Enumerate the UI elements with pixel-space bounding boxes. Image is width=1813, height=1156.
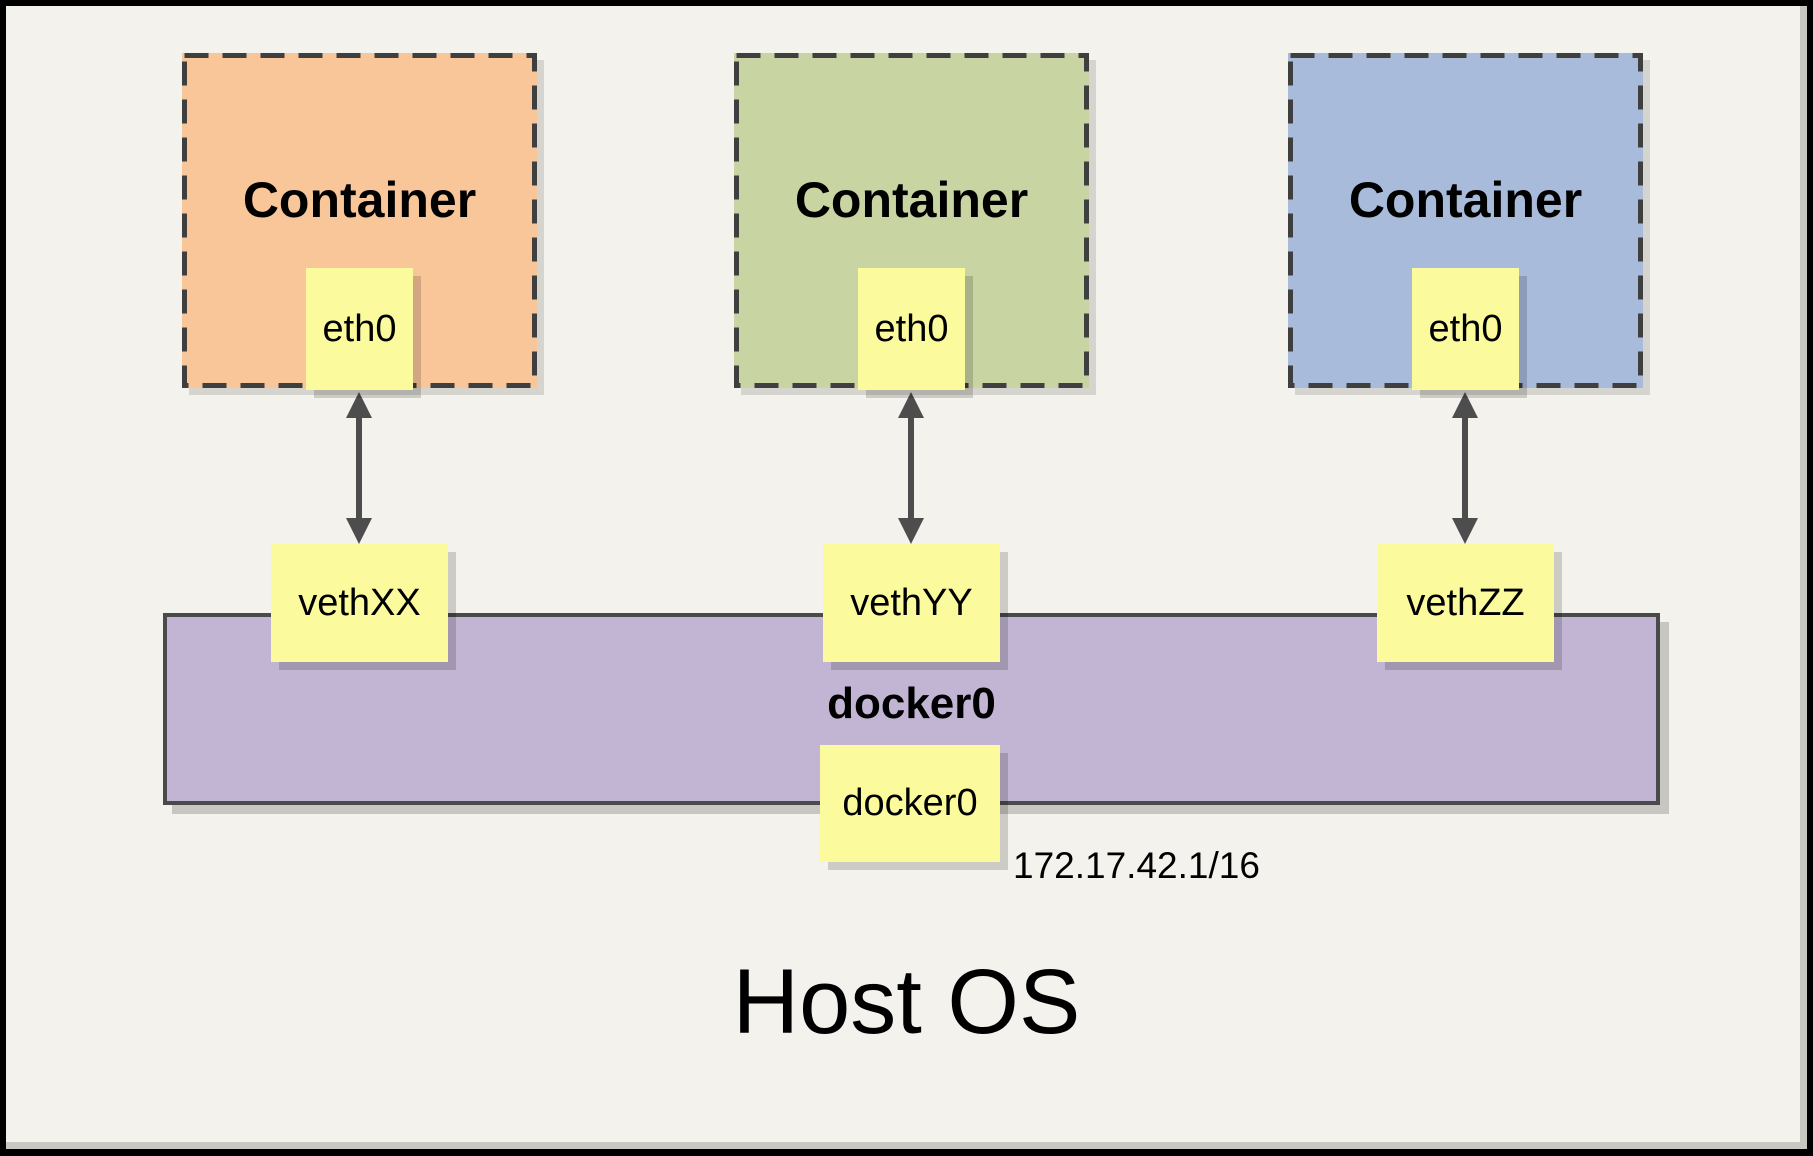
eth0-box-3: eth0 (1412, 268, 1519, 390)
arrow-up-icon (346, 392, 372, 418)
docker0-interface-box: docker0 (820, 745, 1000, 862)
container-label-1: Container (242, 172, 477, 228)
vethyy-box: vethYY (823, 544, 1000, 662)
vethyy-label: vethYY (850, 581, 973, 624)
host-os-label: Host OS (732, 951, 1081, 1053)
vethxx-box: vethXX (271, 544, 448, 662)
eth0-label-3: eth0 (1428, 307, 1503, 350)
diagram-page: Container Container Container docker0 (6, 6, 1807, 1149)
eth0-label-2: eth0 (874, 307, 949, 350)
arrow-shaft (908, 418, 914, 518)
arrow-down-icon (1452, 518, 1478, 544)
eth0-box-1: eth0 (306, 268, 413, 390)
container-label-3: Container (1348, 172, 1583, 228)
docker0-bridge-label: docker0 (827, 679, 996, 728)
bridge-ip-label: 172.17.42.1/16 (1013, 845, 1260, 886)
diagram-canvas: Container Container Container docker0 (6, 6, 1807, 1149)
container-label-2: Container (794, 172, 1029, 228)
eth0-label-1: eth0 (322, 307, 397, 350)
arrow-shaft (1462, 418, 1468, 518)
vethxx-label: vethXX (298, 581, 421, 624)
arrow-shaft (356, 418, 362, 518)
eth0-box-2: eth0 (858, 268, 965, 390)
arrow-down-icon (898, 518, 924, 544)
connection-arrow-1 (344, 392, 374, 544)
vethzz-box: vethZZ (1377, 544, 1554, 662)
docker0-interface-label: docker0 (842, 782, 978, 824)
arrow-down-icon (346, 518, 372, 544)
vethzz-label: vethZZ (1406, 581, 1525, 624)
connection-arrow-2 (896, 392, 926, 544)
connection-arrow-3 (1450, 392, 1480, 544)
arrow-up-icon (1452, 392, 1478, 418)
arrow-up-icon (898, 392, 924, 418)
